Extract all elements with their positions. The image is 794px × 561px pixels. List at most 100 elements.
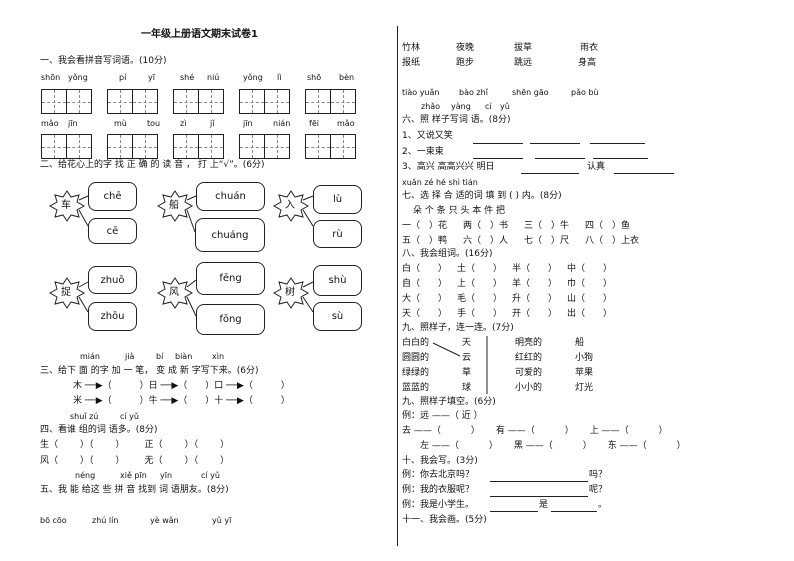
antonym-item: 左 ——（ — [420, 441, 459, 451]
writing-cell[interactable] — [66, 134, 92, 159]
pinyin-option[interactable]: lù — [313, 185, 362, 214]
section-3-heading: 三、给下 面 的字 加 一 笔， 变 成 新 字写下来。(6分) — [40, 366, 259, 376]
word-item: 跑步 — [456, 58, 475, 68]
example-line: 例：你去北京吗？ — [402, 470, 475, 480]
stroke-item: 米 ──▶（ — [73, 396, 112, 406]
pinyin: mián — [80, 352, 100, 361]
pinyin: cí — [485, 102, 492, 111]
section-9b-heading: 九、照样子填空。(6分) — [402, 397, 496, 407]
pinyin: zì — [180, 119, 187, 128]
pinyin: pí — [119, 73, 127, 82]
writing-cell[interactable] — [330, 134, 356, 159]
section-8-heading: 八、我会组词。(16分) — [402, 249, 493, 259]
answer-line[interactable] — [530, 143, 580, 144]
sentence-end: 吗？ — [589, 470, 608, 480]
answer-line[interactable] — [614, 173, 674, 174]
pinyin-option[interactable]: rù — [313, 220, 362, 248]
word-item: 正（ — [144, 440, 163, 450]
writing-cell[interactable] — [264, 134, 290, 159]
section-1-heading: 一、我会看拼音写词语。(10分) — [40, 56, 167, 66]
page-title: 一年级上册语文期末试卷1 — [141, 29, 258, 40]
example-line: 例：我的衣服呢？ — [402, 485, 475, 495]
pinyin-word: zhú lín — [92, 516, 119, 525]
stroke-item: ）日 ──▶（ — [139, 381, 188, 391]
word-item: ） — [115, 440, 125, 450]
writing-cell[interactable] — [198, 89, 224, 114]
section-4-heading: 四、看谁 组的词 语多。(8分) — [40, 425, 158, 435]
answer-line[interactable] — [535, 158, 585, 159]
pinyin: bí — [156, 352, 164, 361]
antonym-item: ） — [676, 441, 686, 451]
group-item: 出（ ） — [567, 309, 613, 319]
exercise-line: 3、高兴 高高兴兴 明日 — [402, 162, 495, 172]
writing-cell[interactable] — [66, 89, 92, 114]
writing-cell[interactable] — [330, 89, 356, 114]
sentence-end: 呢？ — [589, 485, 608, 495]
pinyin: cí yǔ — [120, 412, 139, 421]
answer-line[interactable] — [521, 173, 579, 174]
antonym-item: 有 ——（ — [495, 426, 535, 436]
antonym-item: ） — [658, 426, 668, 436]
group-item: 开（ ） — [512, 309, 558, 319]
stroke-row-2: 米 ──▶（）牛 ──▶（）十 ──▶（） — [73, 397, 290, 406]
match-item: 云 — [462, 353, 472, 363]
flower-char: 车 — [61, 200, 71, 211]
answer-line[interactable] — [551, 511, 597, 512]
writing-cell[interactable] — [264, 89, 290, 114]
word-item: 夜晚 — [456, 43, 475, 53]
section-2-heading: 二、给花心上的字 找 正 确 的 读 音 ， 打 上“√”。(6分) — [40, 160, 265, 170]
pinyin-option[interactable]: zhōu — [88, 302, 137, 331]
answer-line[interactable] — [590, 143, 645, 144]
section-5-heading: 五、我 能 给这 些 拼 音 找到 词 语朋友。(8分) — [40, 485, 229, 495]
group-item: 毛（ ） — [457, 294, 503, 304]
example-line: 例：远 ——（ 近 ） — [402, 411, 483, 421]
pinyin: yīn — [160, 471, 173, 480]
fill-item: 四（ ）鱼 — [585, 221, 631, 231]
stroke-item: ） — [280, 381, 290, 391]
word-item: ）（ — [184, 456, 199, 466]
pinyin-option[interactable]: zhuō — [88, 266, 137, 294]
word-item: 雨衣 — [580, 43, 599, 53]
section-6-heading: 六、照 样子写词 语。(8分) — [402, 115, 511, 125]
pinyin-option[interactable]: chē — [88, 182, 137, 211]
fill-item: 两（ ）书 — [463, 221, 509, 231]
section-9-heading: 九、照样子，连一连。(7分) — [402, 323, 514, 333]
fill-row-2: 五（ ）鸭六（ ）人七（ ）尺八（ ）上衣 — [402, 237, 639, 246]
stroke-row-1: 木 ──▶（）日 ──▶（）口 ──▶（） — [73, 382, 290, 391]
pinyin-word: shēn gāo — [512, 88, 549, 97]
pinyin-option[interactable]: fēng — [196, 262, 265, 295]
answer-line[interactable] — [593, 158, 648, 159]
group-item: 山（ ） — [567, 294, 613, 304]
pinyin-option[interactable]: chuán — [196, 182, 265, 211]
antonym-item: ） — [488, 441, 498, 451]
pinyin-option[interactable]: fōng — [196, 304, 265, 335]
answer-line[interactable] — [473, 143, 523, 144]
pinyin-option[interactable]: chuáng — [195, 218, 265, 252]
pinyin-word: tiào yuǎn — [402, 88, 440, 97]
pinyin-word: bō cōo — [40, 516, 67, 525]
pinyin-word: yè wǎn — [150, 516, 179, 525]
measure-word-options: 朵 个 条 只 头 本 件 把 — [413, 206, 506, 216]
writing-cell[interactable] — [198, 134, 224, 159]
answer-line[interactable] — [490, 496, 588, 497]
word-item: 跳远 — [514, 58, 533, 68]
answer-line[interactable] — [490, 511, 538, 512]
example-line: 例：我是小学生。 — [402, 500, 475, 510]
pinyin-word: yǔ yī — [212, 516, 232, 525]
writing-cell[interactable] — [132, 134, 158, 159]
answer-line[interactable] — [473, 158, 523, 159]
pinyin: jià — [125, 352, 135, 361]
antonym-item: 上 ——（ — [589, 426, 629, 436]
group-item: 羊（ ） — [512, 279, 558, 289]
writing-cell[interactable] — [132, 89, 158, 114]
pinyin-option[interactable]: cē — [88, 218, 137, 244]
answer-line[interactable] — [490, 481, 588, 482]
pinyin-option[interactable]: sù — [313, 302, 362, 331]
group-item: 自（ ） — [402, 279, 448, 289]
word-row-1: 生（）（）正（）（） — [40, 441, 229, 450]
pinyin-option[interactable]: shù — [313, 265, 362, 296]
match-item: 灯光 — [575, 383, 594, 393]
column-divider — [397, 26, 398, 546]
